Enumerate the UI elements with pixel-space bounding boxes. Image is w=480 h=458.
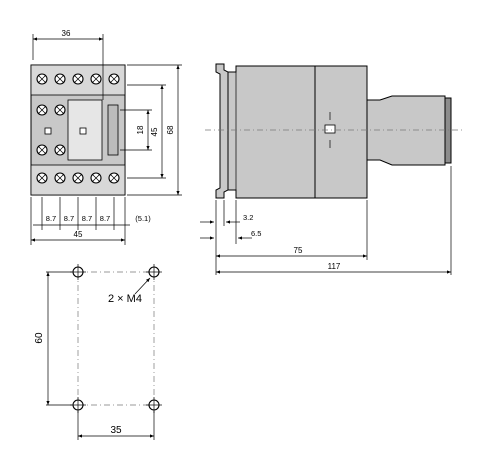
dim-depth-total: 117 — [328, 262, 341, 271]
terminal-screws-bottom — [36, 172, 120, 184]
mounting-hole — [146, 397, 162, 413]
dim-rail-offset: 3.2 — [243, 213, 253, 222]
dim-width-top: 36 — [62, 29, 71, 38]
dim-mount-offset: 6.5 — [251, 229, 261, 238]
dim-height-total: 68 — [166, 125, 175, 134]
dim-vertical-spacing: 60 — [34, 332, 45, 344]
operator-head — [366, 95, 446, 166]
mounting-pattern: 2 × M4 60 35 — [34, 264, 162, 440]
operator-cap — [444, 97, 452, 164]
side-view: 3.2 6.5 75 117 — [200, 63, 462, 275]
mounting-hole — [70, 264, 86, 280]
screw-label: 2 × M4 — [108, 293, 142, 305]
terminal-screws-top — [36, 73, 120, 85]
dim-pitch-1: 8.7 — [46, 214, 56, 223]
contactor-front-section — [314, 65, 368, 199]
mounting-hole — [146, 264, 162, 280]
dim-pitch-4: 8.7 — [100, 214, 110, 223]
contactor-side-body — [227, 65, 316, 199]
dim-height-inner: 45 — [150, 127, 159, 136]
din-clip — [215, 63, 229, 199]
terminal-screws-coil-top — [36, 104, 66, 116]
dim-depth-body: 75 — [294, 246, 303, 255]
terminal-screws-coil-bottom — [36, 144, 66, 156]
dim-height-small: 18 — [136, 125, 145, 134]
front-view: 36 68 45 18 8.7 8.7 8.7 8.7 (5.1) 45 — [30, 29, 182, 245]
mounting-hole — [70, 397, 86, 413]
dim-offset: (5.1) — [135, 214, 151, 223]
dim-width-bottom: 45 — [74, 230, 83, 239]
dim-pitch-3: 8.7 — [82, 214, 92, 223]
dim-horizontal-spacing: 35 — [110, 425, 122, 436]
dim-pitch-2: 8.7 — [64, 214, 74, 223]
